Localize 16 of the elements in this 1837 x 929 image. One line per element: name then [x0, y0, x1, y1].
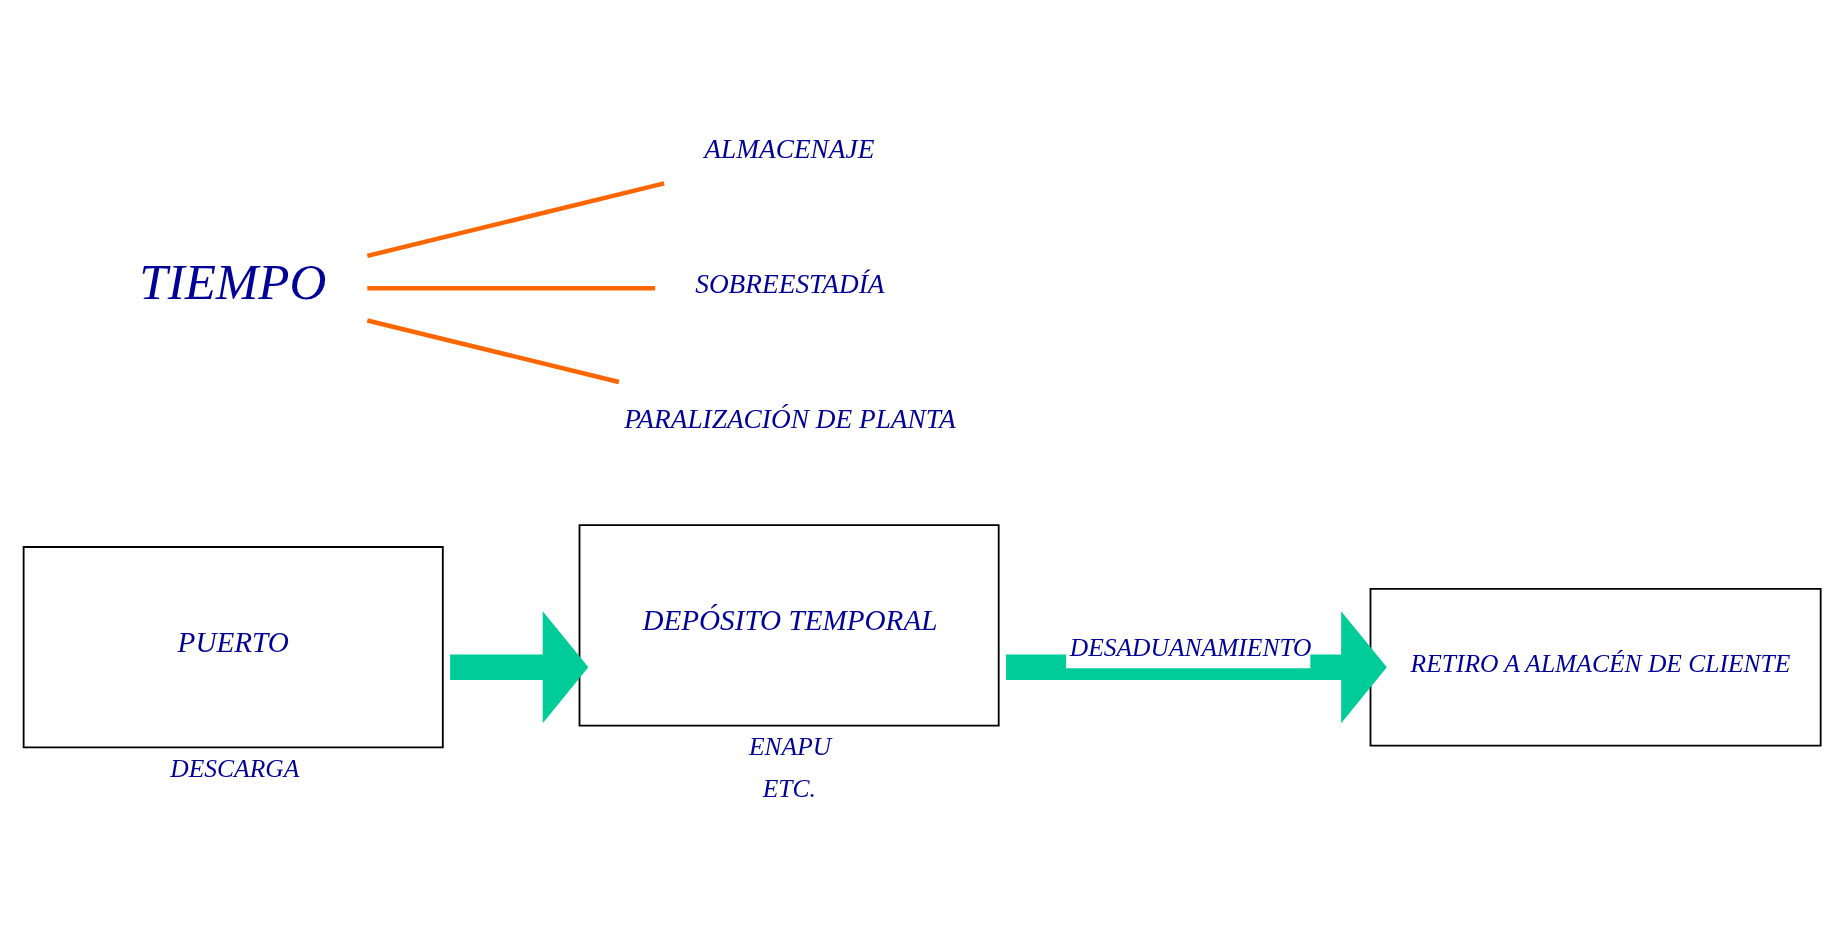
connector	[367, 285, 656, 291]
edge-label: DESADUANAMIENTO	[1069, 632, 1312, 662]
node-text: ALMACENAJE	[704, 133, 875, 164]
arrow	[1006, 611, 1387, 724]
node-text: TIEMPO	[139, 253, 327, 310]
node-text: SOBREESTADÍA	[695, 268, 885, 299]
node-label: DESCARGA	[170, 753, 300, 783]
node-box: DEPÓSITO TEMPORAL	[578, 524, 1000, 727]
node-box: RETIRO A ALMACÉN DE CLIENTE	[1369, 588, 1822, 747]
node-label: ENAPU	[749, 732, 832, 762]
node-label: ETC.	[762, 774, 816, 804]
arrow	[450, 611, 589, 724]
node-text: PARALIZACIÓN DE PLANTA	[624, 403, 956, 434]
node-box: PUERTO	[22, 546, 444, 749]
connector	[366, 181, 665, 259]
connector	[366, 318, 620, 385]
